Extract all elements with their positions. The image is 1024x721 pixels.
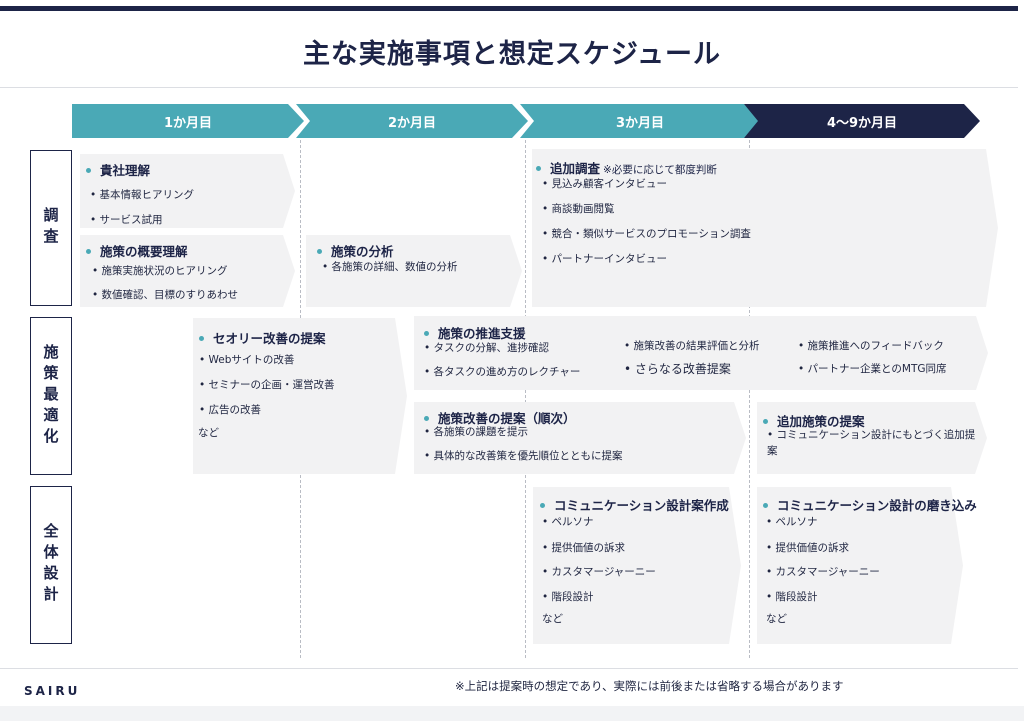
task-box-communication-design-refine: [757, 487, 963, 644]
task-box-additional-measures: [757, 402, 987, 474]
header-divider: [0, 87, 1018, 88]
task-item: • 具体的な改善策を優先順位とともに提案: [424, 450, 623, 462]
task-item: • 提供価値の訴求: [542, 542, 626, 554]
task-box-additional-research: [532, 149, 998, 307]
task-etc: など: [766, 613, 787, 625]
task-item: • さらなる改善提案: [624, 362, 731, 376]
category-overall-design: 全体設計: [30, 486, 72, 644]
task-item: • 施策改善の結果評価と分析: [624, 340, 760, 352]
task-title: 施策の分析: [317, 241, 394, 260]
task-item: • 施策実施状況のヒアリング: [92, 265, 228, 277]
phase-month-3: 3か月目: [520, 104, 760, 138]
task-item: • 競合・類似サービスのプロモーション調査: [542, 228, 751, 240]
task-title: 貴社理解: [86, 160, 150, 179]
task-box-company-understanding: [80, 154, 295, 228]
phase-month-1: 1か月目: [72, 104, 304, 138]
task-box-improvement-proposal: [414, 402, 746, 474]
phase-month-2: 2か月目: [296, 104, 528, 138]
task-item: • 数値確認、目標のすりあわせ: [92, 289, 239, 301]
task-item: • 施策推進へのフィードバック: [798, 340, 944, 352]
task-title: 追加施策の提案: [763, 411, 865, 430]
task-item: • 各タスクの進め方のレクチャー: [424, 366, 581, 378]
task-box-communication-design-draft: [533, 487, 741, 644]
footnote: ※上記は提案時の想定であり、実際には前後または省略する場合があります: [455, 679, 844, 693]
task-item: • 商談動画閲覧: [542, 203, 615, 215]
task-title: 追加調査※必要に応じて都度判断: [536, 158, 717, 177]
task-title: セオリー改善の提案: [199, 328, 326, 347]
task-item: • パートナーインタビュー: [542, 253, 668, 265]
task-box-policy-analysis: [306, 235, 522, 307]
category-optimization: 施策最適化: [30, 317, 72, 475]
task-item: • ペルソナ: [542, 516, 594, 528]
bottom-band: [0, 706, 1024, 721]
top-accent-bar: [0, 6, 1018, 11]
task-item: • 提供価値の訴求: [766, 542, 850, 554]
category-research: 調査: [30, 150, 72, 306]
task-item: • サービス試用: [90, 214, 163, 226]
task-title: 施策改善の提案（順次）: [424, 408, 576, 427]
task-item: • 各施策の課題を提示: [424, 426, 529, 438]
task-item: • パートナー企業とのMTG同席: [798, 363, 947, 375]
task-item: • タスクの分解、進捗確認: [424, 342, 550, 354]
footer-divider: [0, 668, 1018, 669]
task-title: コミュニケーション設計案作成: [540, 495, 729, 514]
phase-month-4-9: 4〜9か月目: [744, 104, 980, 138]
task-item: • Webサイトの改善: [199, 354, 295, 366]
company-logo: SAIRU: [24, 684, 81, 698]
task-item: • 広告の改善: [199, 404, 262, 416]
task-box-policy-overview: [80, 235, 295, 307]
task-title: 施策の推進支援: [424, 323, 526, 342]
task-item: • 基本情報ヒアリング: [90, 189, 195, 201]
task-etc: など: [542, 613, 563, 625]
page-title: 主な実施事項と想定スケジュール: [302, 39, 722, 70]
task-item: • 各施策の詳細、数値の分析: [322, 261, 458, 273]
task-title: 施策の概要理解: [86, 241, 188, 260]
task-item: • カスタマージャーニー: [542, 566, 656, 578]
task-title: コミュニケーション設計の磨き込み: [763, 495, 977, 514]
task-item: • セミナーの企画・運営改善: [199, 379, 335, 391]
task-item: • 階段設計: [542, 591, 594, 603]
task-item: • 階段設計: [766, 591, 818, 603]
task-box-theory-improvement: [193, 318, 407, 474]
task-item: • 見込み顧客インタビュー: [542, 178, 668, 190]
phase-divider: [749, 140, 750, 658]
task-box-implementation-support: [414, 316, 988, 390]
task-item: • コミュニケーション設計にもとづく追加提案: [767, 429, 976, 457]
phase-divider: [525, 140, 526, 658]
task-item: • カスタマージャーニー: [766, 566, 880, 578]
task-item: • ペルソナ: [766, 516, 818, 528]
task-etc: など: [198, 427, 219, 439]
